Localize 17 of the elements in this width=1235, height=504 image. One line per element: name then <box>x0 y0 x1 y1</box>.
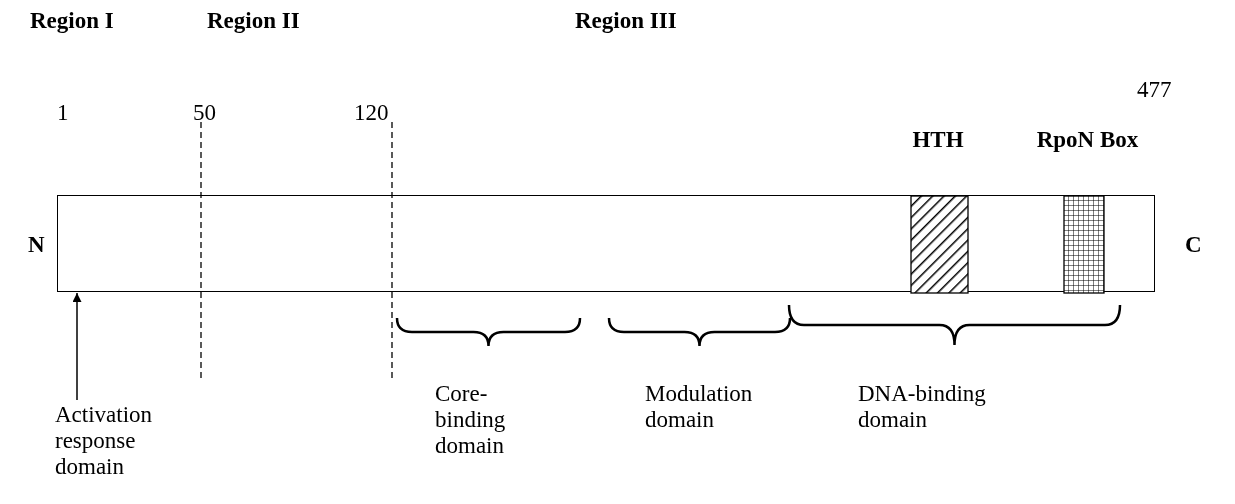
domain-label: Activation response domain <box>55 402 205 480</box>
arrow <box>72 292 82 401</box>
domain-label: DNA-binding domain <box>858 381 987 433</box>
domain-label: Core-binding domain <box>435 381 507 459</box>
residue-number: 50 <box>193 100 216 126</box>
region-label: Region I <box>30 8 114 34</box>
residue-number: 477 <box>1137 77 1172 103</box>
motif-label: RpoN Box <box>1035 127 1140 153</box>
residue-number: 1 <box>57 100 69 126</box>
region-label: Region II <box>207 8 300 34</box>
protein-bar <box>57 195 1155 292</box>
region-label: Region III <box>575 8 677 34</box>
motif-label: HTH <box>911 127 965 153</box>
terminus-label: N <box>28 232 45 258</box>
residue-number: 120 <box>354 100 389 126</box>
domain-label: Modulation domain <box>645 381 754 433</box>
terminus-label: C <box>1185 232 1202 258</box>
